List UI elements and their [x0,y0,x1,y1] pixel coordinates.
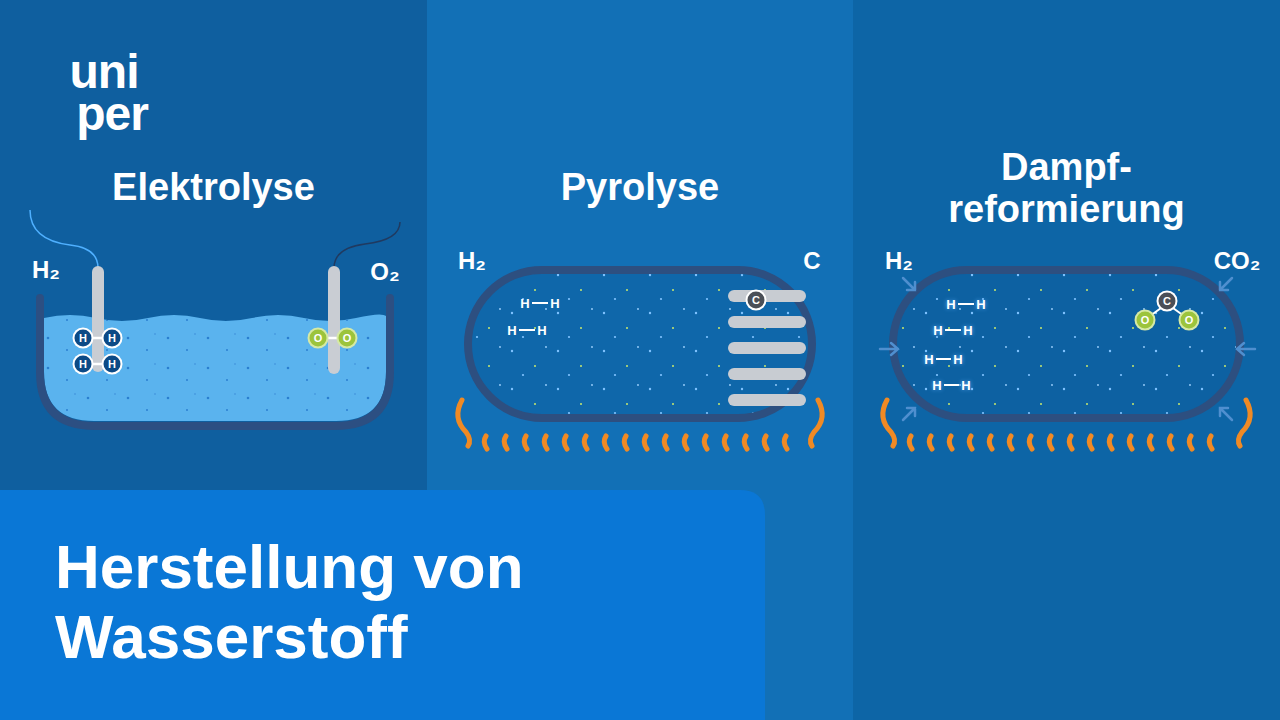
formula: H₂ [458,247,486,275]
particles [897,274,1236,414]
oxygen-atom: O [1137,312,1154,329]
hydrogen-atom: H [520,296,529,311]
formula: H₂ [885,247,913,275]
carbon-layers [728,290,806,406]
particles [472,274,808,414]
hydrogen-atom: H [104,330,121,347]
hydrogen-atom: H [963,323,972,338]
formula: H₂ [32,256,60,284]
hydrogen-atom: H [933,323,942,338]
panel-heading: Pyrolyse [427,166,853,208]
heat-flames [458,400,822,449]
oxygen-atom: O [1181,312,1198,329]
pressure-arrows [880,278,1255,420]
panel: Dampf- reformierung [893,0,1240,240]
panel-ground [853,0,1280,720]
hydrogen-atom: H [75,330,92,347]
electrode [92,266,104,372]
formula: C [803,247,820,275]
hydrogen-atom: H [961,378,970,393]
oxygen-atom: O [310,330,327,347]
panel: Elektrolyse [0,0,427,490]
hydrogen-atom: H [946,297,955,312]
panel-heading: Elektrolyse [0,166,427,208]
formula: CO₂ [1214,247,1261,275]
electrode [328,266,340,374]
oxygen-atom: O [339,330,356,347]
reactor [893,270,1240,418]
hydrogen-atom: H [75,356,92,373]
logo-text: per [76,90,148,138]
hydrogen-atom: H [932,378,941,393]
hydrogen-atom: H [550,296,559,311]
hydrogen-atom: H [507,323,516,338]
panel-heading: Dampf- reformierung [893,146,1240,230]
bonds [936,304,1184,385]
hydrogen-atom: H [953,352,962,367]
reactor [468,270,812,418]
carbon-atom: C [748,292,765,309]
formula: O₂ [370,258,399,286]
heat-flames [883,400,1250,449]
hydrogen-atom: H [537,323,546,338]
bonds [92,338,338,364]
title: Herstellung von Wasserstoff [55,532,745,672]
hydrogen-atom: H [924,352,933,367]
logo-text: uni [70,48,139,96]
title-band [0,490,765,720]
panel: Pyrolyse [427,0,853,240]
hydrogen-atom: H [976,297,985,312]
tub [40,298,390,426]
hydrogen-atom: H [104,356,121,373]
carbon-atom: C [1159,293,1176,310]
